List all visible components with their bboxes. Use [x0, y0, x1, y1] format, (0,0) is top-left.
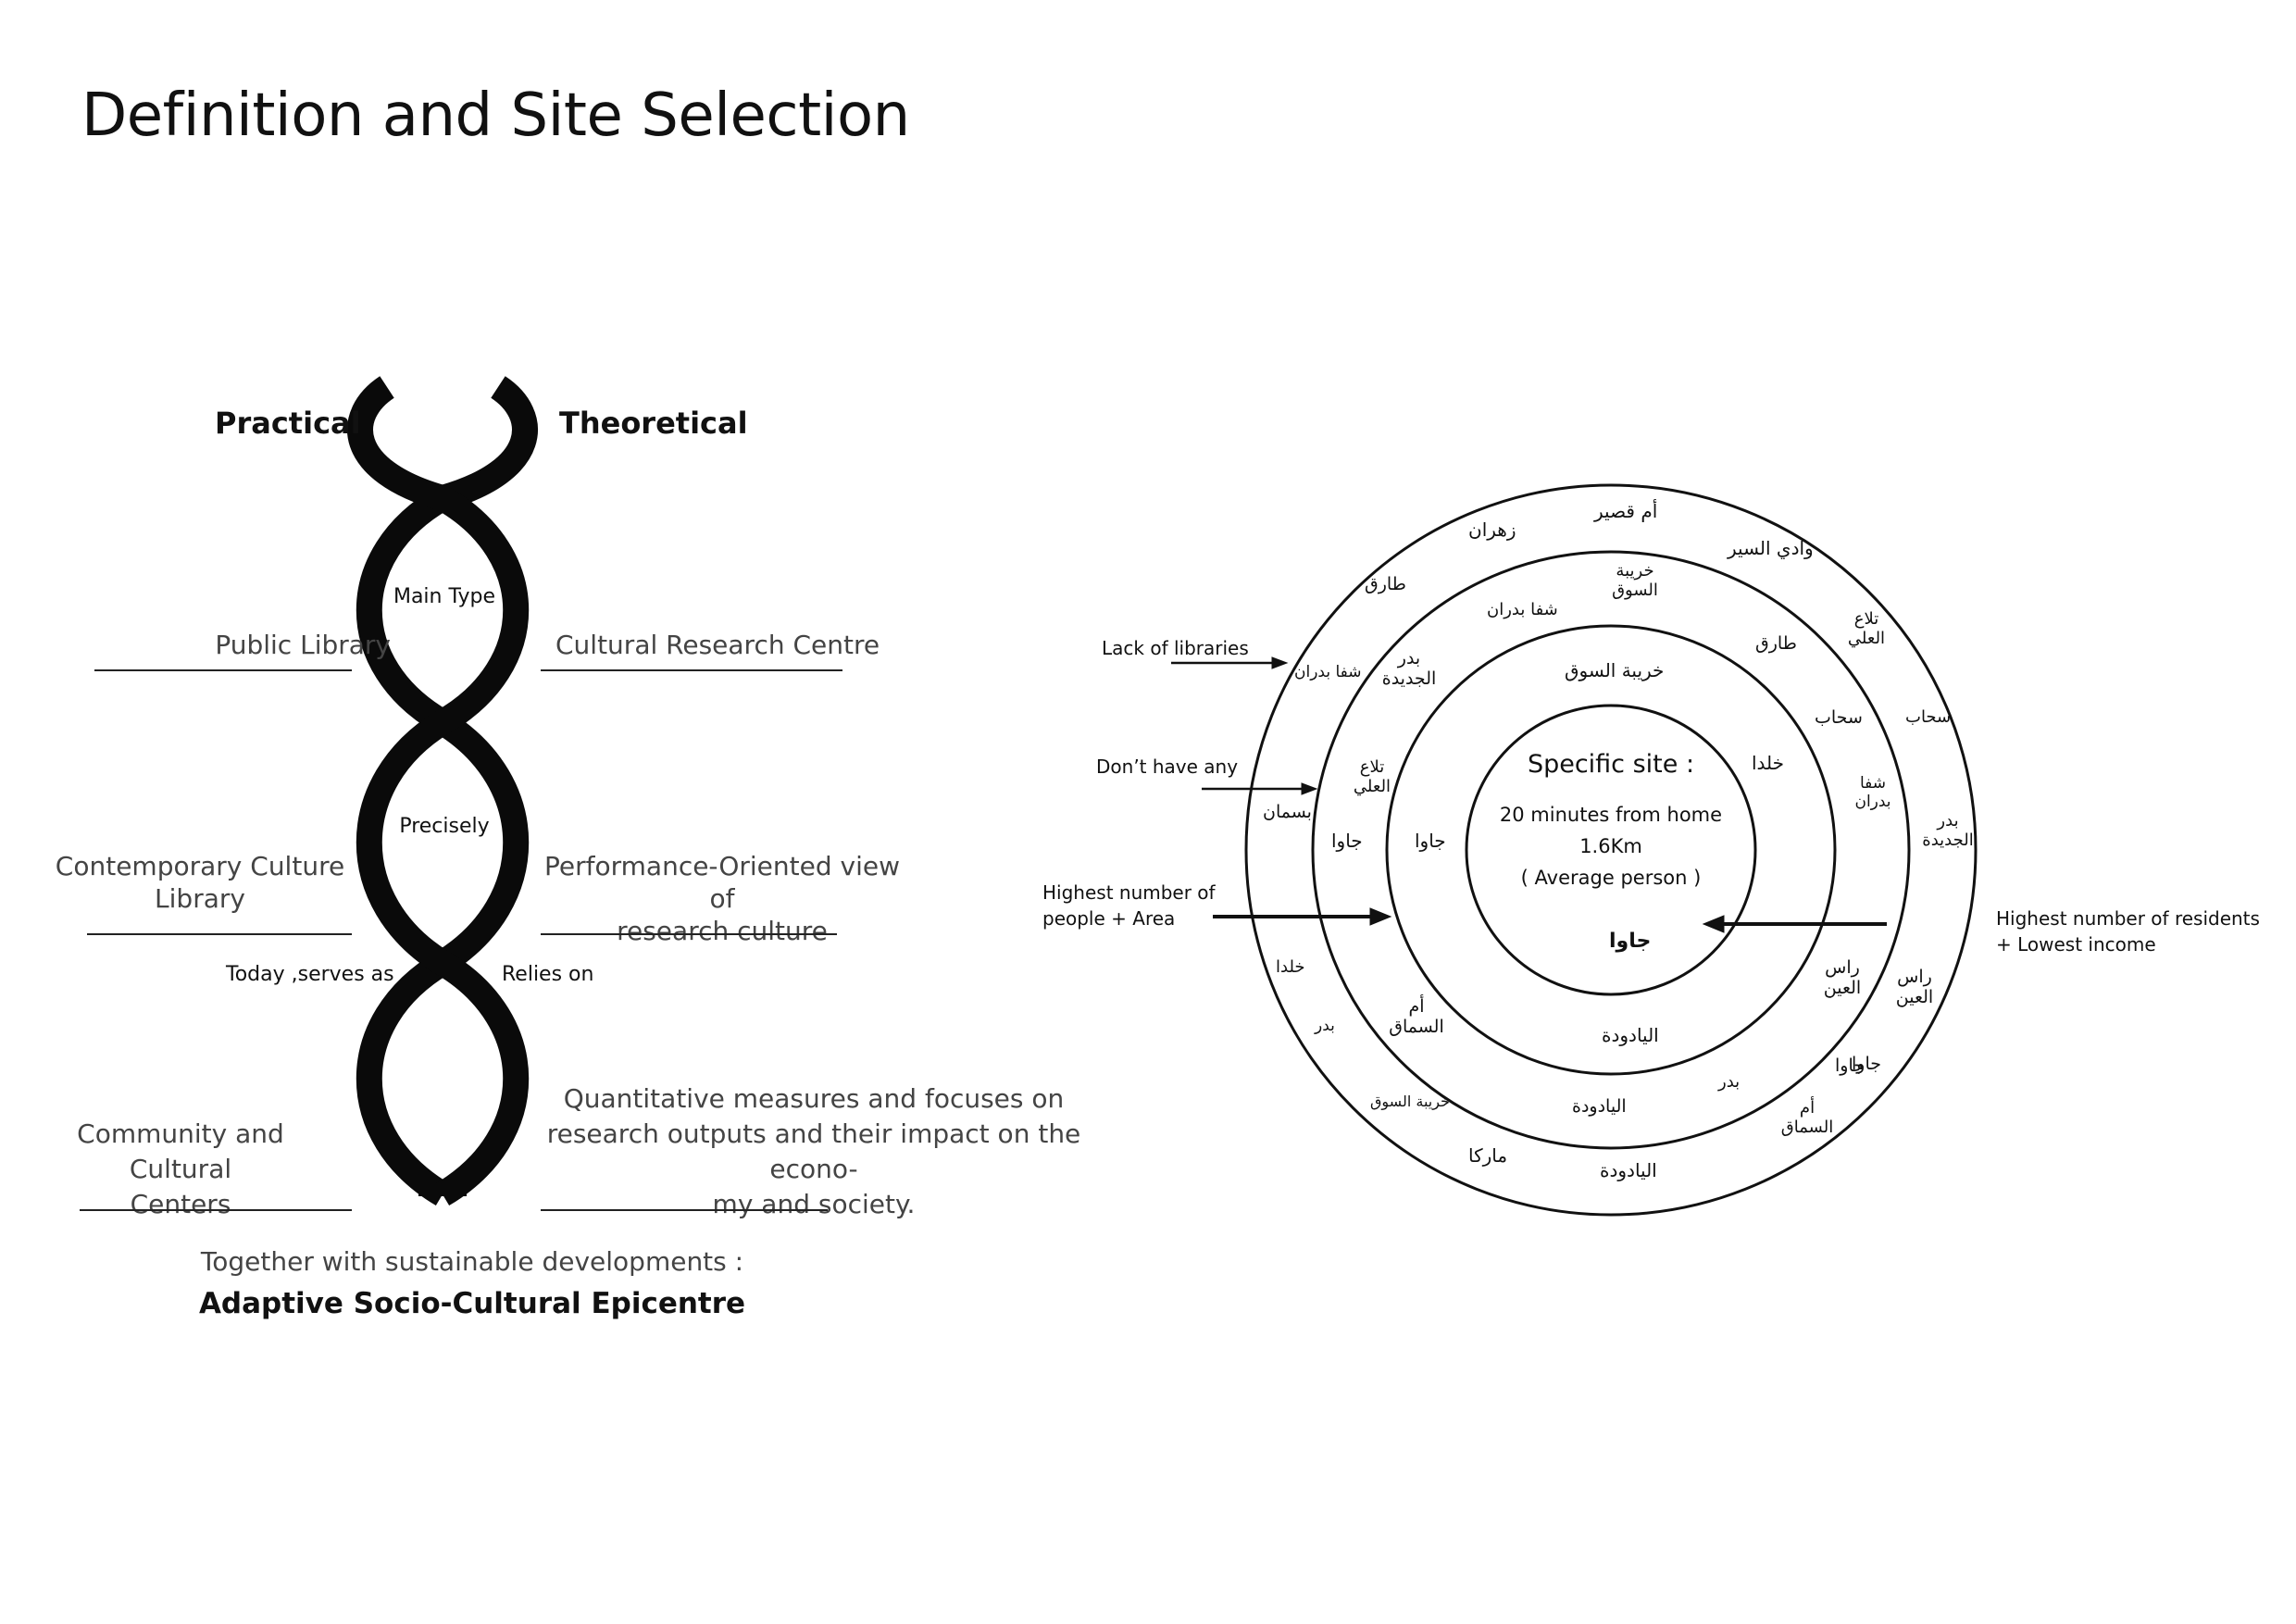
- arrowhead-dont-have: [1301, 782, 1318, 795]
- ring4-label-1: زهران: [1468, 518, 1516, 541]
- theoretical-heading: Theoretical: [559, 406, 748, 441]
- ring4-label-0: أم قصير: [1594, 500, 1658, 522]
- ring3-label-5: سحاب: [1815, 707, 1863, 728]
- helix-bottom-cap: [418, 1183, 467, 1196]
- right-rule-3: [541, 1209, 828, 1211]
- ring3-label-12: جاوا: [1835, 1056, 1865, 1076]
- ring4-label-4: تلاع العلي: [1847, 609, 1886, 648]
- ring4-label-14: أم السماق: [1780, 1098, 1834, 1137]
- footer-line: Together with sustainable developments :: [200, 1246, 744, 1277]
- ring3-label-7: جاوا: [1331, 830, 1363, 852]
- helix-strand-a: [356, 376, 538, 1206]
- site-center-line-3: ( Average person ): [1520, 867, 1702, 889]
- ring3-label-8: راس العين: [1823, 957, 1862, 998]
- ring4-label-9: خلدا: [1276, 957, 1305, 977]
- ring3-label-4: تلاع العلي: [1353, 757, 1391, 796]
- right-item-cultural-research-centre: Cultural Research Centre: [555, 630, 880, 660]
- left-item-public-library: Public Library: [215, 630, 391, 660]
- arrowhead-highest-people: [1369, 907, 1392, 926]
- ring2-label-0: خريبة السوق: [1565, 659, 1665, 681]
- arrowhead-lack-libraries: [1271, 656, 1289, 669]
- ring4-label-2: وادي السير: [1728, 537, 1814, 559]
- ring3-label-1: شفا بدران: [1487, 600, 1558, 619]
- right-item-performance-oriented: Performance-Oriented view of research cu…: [544, 851, 900, 946]
- ring4-label-15: ماركا: [1468, 1144, 1508, 1167]
- ring3-label-2: طارق: [1755, 633, 1797, 654]
- node-relies-on: Relies on: [502, 963, 594, 986]
- left-item-contemporary-culture-library: Contemporary Culture Library: [55, 851, 345, 914]
- ring4-label-10: راس العين: [1895, 967, 1934, 1007]
- node-main-type: Main Type: [393, 585, 496, 608]
- node-precisely: Precisely: [399, 815, 490, 838]
- ring-third: [1311, 550, 1911, 1150]
- page-title: Definition and Site Selection: [81, 81, 910, 150]
- ring-outer: [1244, 483, 1978, 1217]
- ring3-label-3: بدر الجديدة: [1381, 648, 1437, 689]
- annotation-lack-libraries: Lack of libraries: [1102, 637, 1249, 659]
- site-center-title: Specific site :: [1527, 750, 1695, 779]
- helix-strand-b: [347, 376, 530, 1206]
- ring-inner: [1465, 704, 1757, 996]
- ring2-label-2: جاوا: [1415, 830, 1446, 852]
- ring3-label-11: اليادودة: [1572, 1096, 1627, 1117]
- ring4-label-11: بدر: [1315, 1017, 1335, 1035]
- annotation-highest-residents: Highest number of residents + Lowest inc…: [1996, 907, 2260, 956]
- site-center-line-1: 20 minutes from home: [1499, 804, 1723, 826]
- left-rule-1: [94, 669, 352, 671]
- helix-strands: [347, 376, 538, 1206]
- ring-second: [1385, 624, 1837, 1076]
- ring4-label-13: خريبة السوق: [1370, 1093, 1450, 1110]
- site-center-line-2: 1.6Km: [1579, 835, 1642, 857]
- ring4-label-8: بدر الجديدة: [1922, 811, 1974, 850]
- node-today-serves-as: Today ,serves as: [226, 963, 394, 986]
- annotation-highest-people: Highest number of people + Area: [1042, 881, 1216, 930]
- right-rule-1: [541, 669, 842, 671]
- right-rule-2: [541, 933, 837, 935]
- left-rule-3: [80, 1209, 352, 1211]
- ring3-label-6: شفا بدران: [1854, 774, 1891, 811]
- footer-epicentre: Adaptive Socio-Cultural Epicentre: [198, 1287, 746, 1320]
- left-item-community-cultural-centers: Community and Cultural Centers: [77, 1118, 284, 1219]
- inner-label-0: جاوا: [1609, 930, 1652, 953]
- annotation-dont-have: Don’t have any: [1096, 756, 1239, 778]
- ring2-label-1: خلدا: [1752, 752, 1785, 774]
- arrowhead-highest-residents: [1702, 915, 1725, 933]
- practical-heading: Practical: [215, 406, 361, 441]
- ring4-label-7: بسمان: [1263, 802, 1312, 822]
- ring4-label-12: جاوا: [1852, 1054, 1881, 1074]
- right-item-quantitative-measures: Quantitative measures and focuses on res…: [546, 1083, 1081, 1219]
- ring4-label-5: شفا بدران: [1294, 663, 1362, 681]
- ring3-label-9: أم السماق: [1389, 996, 1444, 1037]
- ring3-label-0: خريبة السوق: [1612, 561, 1658, 600]
- left-rule-2: [87, 933, 352, 935]
- ring2-label-3: اليادودة: [1602, 1024, 1659, 1046]
- ring4-label-3: طارق: [1365, 574, 1406, 594]
- ring3-label-10: بدر: [1718, 1072, 1741, 1092]
- ring4-label-16: اليادودة: [1600, 1159, 1657, 1181]
- ring4-label-6: سحاب: [1905, 707, 1952, 727]
